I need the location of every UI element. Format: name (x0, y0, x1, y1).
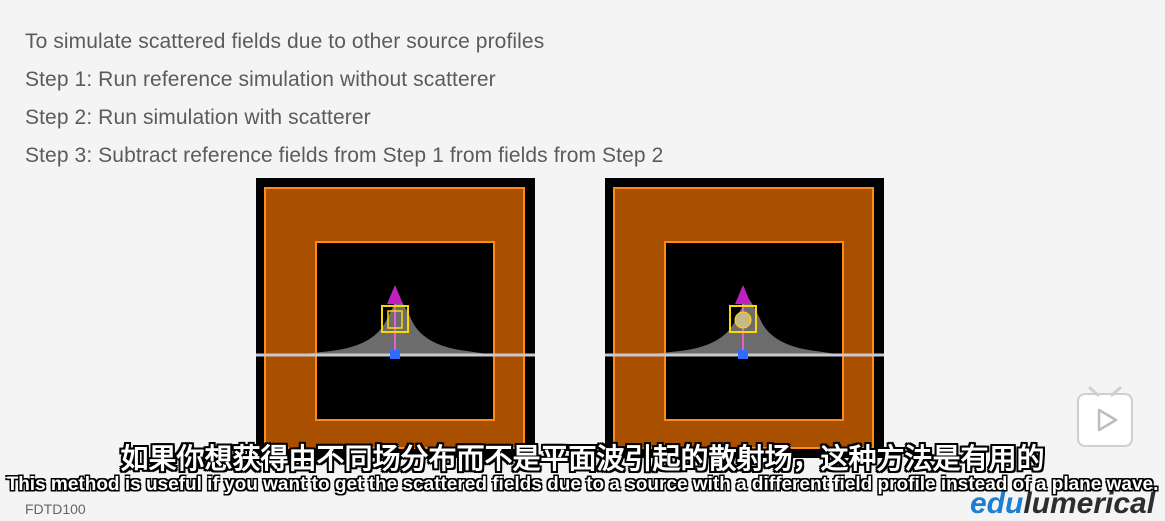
chinese-subtitle: 如果你想获得由不同场分布而不是平面波引起的散射场，这种方法是有用的 (120, 442, 1045, 475)
course-code: FDTD100 (25, 501, 86, 517)
intro-line: To simulate scattered fields due to othe… (25, 30, 545, 53)
source-overlay (256, 285, 535, 359)
reference-simulation-panel (256, 178, 535, 458)
brand-lumerical: lumerical (1023, 487, 1156, 520)
step-2-line: Step 2: Run simulation with scatterer (25, 106, 371, 129)
source-box (381, 305, 409, 333)
source-base (738, 350, 748, 359)
pml-region (613, 187, 874, 449)
brand-edu: edu (970, 487, 1024, 520)
step-3-line: Step 3: Subtract reference fields from S… (25, 144, 664, 167)
brand-logo: edulumerical (970, 487, 1155, 521)
scatterer-particle (734, 311, 752, 329)
source-box-inner (387, 310, 403, 329)
source-overlay (605, 285, 884, 359)
english-subtitle: This method is useful if you want to get… (6, 474, 1159, 495)
scatterer-simulation-panel (605, 178, 884, 458)
pml-region (264, 187, 525, 449)
step-list: To simulate scattered fields due to othe… (25, 28, 663, 180)
step-1-line: Step 1: Run reference simulation without… (25, 68, 496, 91)
source-base (390, 350, 400, 359)
play-button[interactable] (1068, 386, 1142, 454)
play-icon (1077, 393, 1133, 447)
source-box (729, 305, 757, 333)
arrow-up-icon (387, 285, 403, 304)
arrow-up-icon (735, 285, 751, 304)
